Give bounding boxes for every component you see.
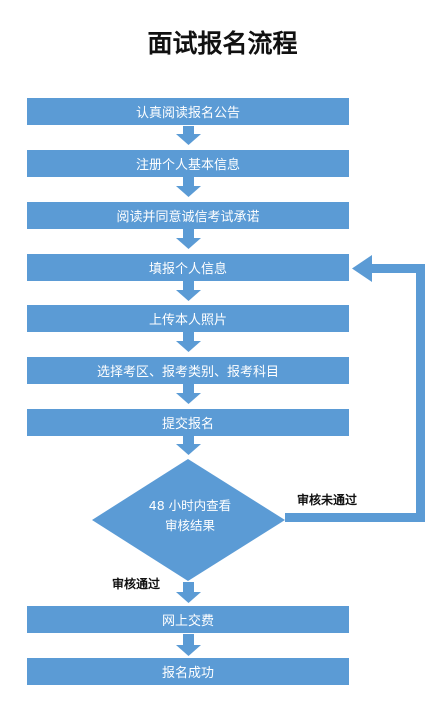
arrow-down [176, 582, 201, 603]
step-box: 网上交费 [27, 606, 349, 633]
arrow-down [176, 281, 201, 301]
arrow-down [176, 177, 201, 197]
step-box: 认真阅读报名公告 [27, 98, 349, 125]
arrow-down [176, 436, 201, 455]
decision-line-2: 审核结果 [164, 518, 215, 533]
fail-label: 审核未通过 [297, 493, 358, 507]
step-box: 阅读并同意诚信考试承诺 [27, 202, 349, 229]
arrow-down [176, 384, 201, 404]
decision-line-1: 48 小时内查看 [148, 498, 232, 513]
step-box: 选择考区、报考类别、报考科目 [27, 357, 349, 384]
step-box: 注册个人基本信息 [27, 150, 349, 177]
arrow-down [176, 126, 201, 145]
step-box: 填报个人信息 [27, 254, 349, 281]
page-title: 面试报名流程 [147, 29, 298, 58]
step-box: 上传本人照片 [27, 305, 349, 332]
step-box: 提交报名 [27, 409, 349, 436]
pass-label: 审核通过 [112, 577, 161, 591]
arrow-down [176, 332, 201, 352]
decision-diamond [92, 459, 285, 581]
step-box: 报名成功 [27, 658, 349, 685]
arrow-down [176, 634, 201, 656]
arrow-down [176, 229, 201, 249]
feedback-arrow [285, 255, 425, 522]
decision-text: 48 小时内查看 审核结果 [120, 496, 260, 536]
